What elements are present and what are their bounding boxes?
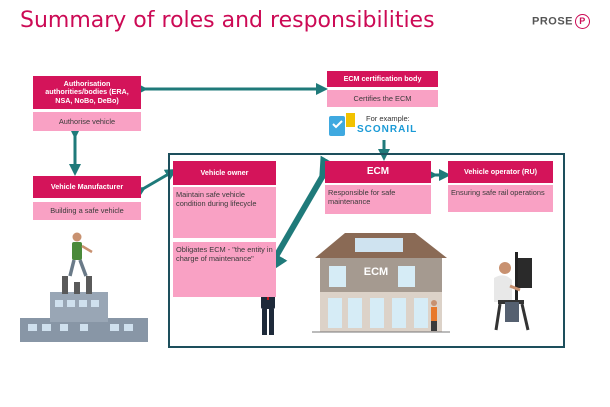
logo-mark: P — [575, 14, 591, 29]
manufacturer-person-icon — [68, 232, 93, 277]
certification-body: Certifies the ECM — [327, 90, 438, 107]
ecm-body: Responsible for safe maintenance — [325, 185, 431, 214]
owner-header: Vehicle owner — [173, 161, 276, 185]
certificate-icon — [329, 113, 355, 136]
manufacturer-header: Vehicle Manufacturer — [33, 176, 141, 198]
example-label: For example: — [366, 114, 410, 123]
arrow-manufacturer-owner — [132, 168, 178, 199]
owner-body-obligation: Obligates ECM - "the entity in charge of… — [173, 242, 276, 297]
ecm-building-illustration — [312, 233, 450, 333]
ecm-worker-icon — [431, 300, 437, 331]
ecm-header: ECM — [325, 161, 431, 183]
arrow-ecm-owner — [264, 155, 342, 276]
sconrail-logo: SCONRAIL — [357, 124, 418, 135]
ecm-building-label: ECM — [363, 266, 389, 278]
operator-body: Ensuring safe rail operations — [448, 185, 553, 212]
page-title: Summary of roles and responsibilities — [20, 8, 435, 33]
operator-header: Vehicle operator (RU) — [448, 161, 553, 183]
logo-text: PROSE — [532, 15, 574, 28]
certification-header: ECM certification body — [327, 71, 438, 87]
manufacturer-body: Building a safe vehicle — [33, 202, 141, 220]
authorities-header: Authorisation authorities/bodies (ERA, N… — [33, 76, 141, 109]
factory-illustration — [20, 276, 148, 342]
responsibility-frame — [168, 153, 565, 348]
operator-person-icon — [494, 252, 532, 331]
authorities-body: Authorise vehicle — [33, 112, 141, 131]
owner-body: Maintain safe vehicle condition during l… — [173, 187, 276, 238]
